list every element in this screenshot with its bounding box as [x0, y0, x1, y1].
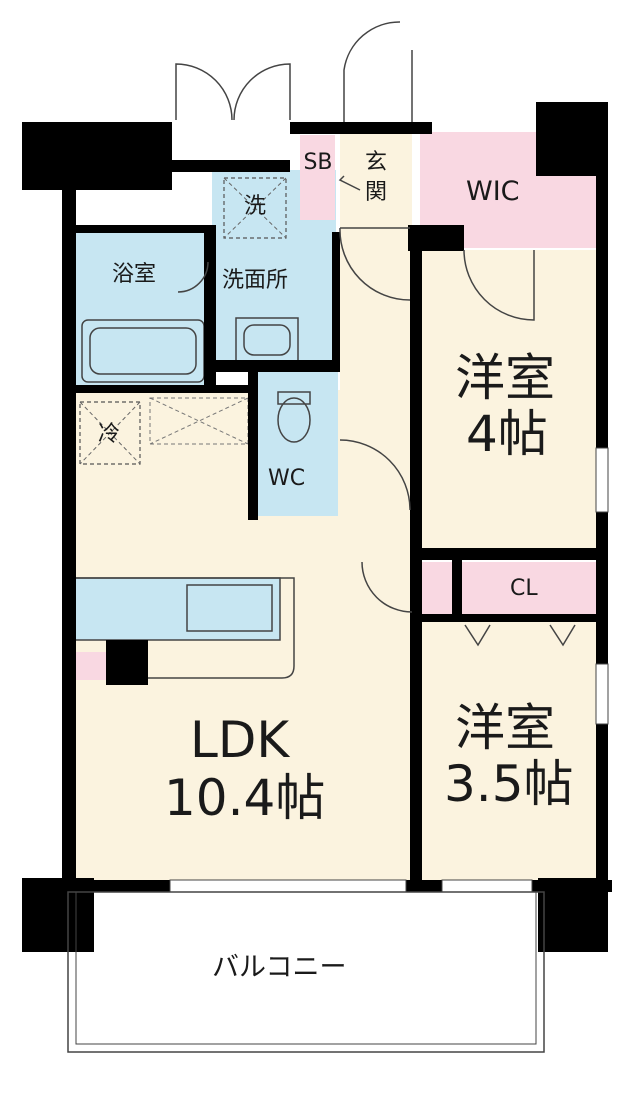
entrance-floor: [340, 132, 412, 228]
wc-label: WC: [268, 466, 306, 491]
sink: [186, 584, 273, 632]
western-room-2-floor: [420, 620, 602, 882]
bathtub-inner: [89, 327, 197, 375]
balcony-inner: [75, 891, 537, 1045]
entrance-hall-floor: [340, 228, 416, 393]
closet-floor: [460, 562, 598, 616]
balcony-label: バルコニー: [212, 952, 347, 983]
closet-label: CL: [510, 576, 538, 601]
doors: [175, 21, 576, 647]
washer-label: 洗: [244, 194, 267, 219]
closet-side: [420, 562, 456, 616]
western-room-1-name: 洋室: [455, 349, 555, 407]
shoe-box-floor: [300, 135, 335, 220]
washer-cross: [223, 177, 287, 239]
fridge-box: [79, 401, 141, 465]
bath-floor: [75, 232, 212, 387]
ldk-size: 10.4帖: [164, 769, 326, 827]
fridge-label: 冷: [98, 422, 121, 447]
western-room-1-floor: [420, 250, 602, 552]
western-room-2-size: 3.5帖: [444, 755, 574, 813]
kitchen-pink-block: [75, 652, 107, 680]
shoe-box-label: SB: [303, 150, 333, 175]
western-room-2-name: 洋室: [455, 699, 555, 757]
entrance-label: 玄関: [364, 150, 387, 205]
washbasin-bowl: [243, 324, 291, 356]
fridge-cross: [79, 401, 141, 465]
kitchen-counter: [74, 577, 281, 641]
wic-label: WIC: [466, 176, 520, 207]
toilet-bowl: [277, 397, 311, 443]
bath-label: 浴室: [112, 262, 157, 287]
western-room-1-size: 4帖: [466, 405, 548, 463]
washroom-label: 洗面所: [222, 268, 289, 293]
ldk-name: LDK: [190, 711, 290, 769]
washer-box: [223, 177, 287, 239]
toilet-tank: [277, 391, 311, 405]
kitchen-outline: [75, 577, 295, 679]
wc-floor: [256, 370, 338, 516]
